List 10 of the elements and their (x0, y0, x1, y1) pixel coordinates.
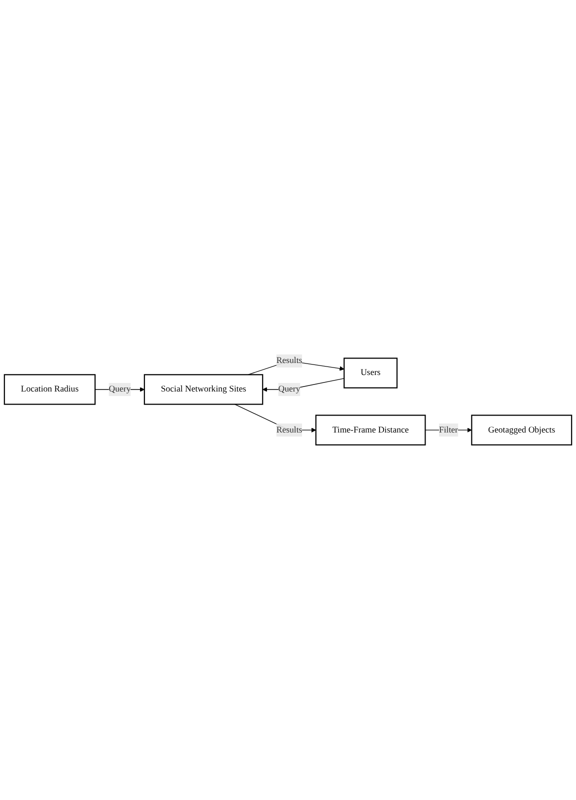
edge-label: Filter (438, 425, 458, 435)
node-box: Users (344, 358, 398, 389)
edge-label: Results (276, 425, 302, 435)
node-box: Social Networking Sites (144, 374, 264, 406)
node-box: Time-Frame Distance (315, 415, 426, 446)
edge-label: Results (276, 356, 302, 366)
edge-label: Query (278, 384, 300, 394)
edge-label: Query (108, 384, 131, 394)
node-box: Geotagged Objects (471, 415, 572, 446)
node-box: Location Radius (4, 374, 96, 406)
